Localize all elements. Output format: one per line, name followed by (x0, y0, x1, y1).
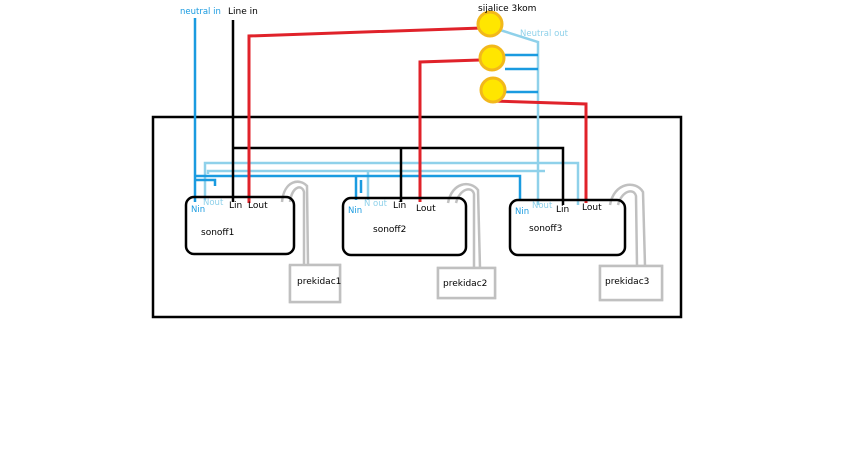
sonoff1-name: sonoff1 (201, 228, 234, 238)
bulb-1 (476, 10, 504, 38)
bulbs-label: sijalice 3kom (478, 4, 536, 14)
sonoff3-nin-label: Nin (515, 207, 529, 217)
sonoff1-nout-label: Nout (203, 198, 224, 208)
bulbs (476, 10, 507, 104)
sonoff1-nin-label: Nin (191, 205, 205, 215)
neutral-in-wires (193, 18, 538, 202)
sonoff3-lout-label: Lout (582, 203, 602, 213)
sonoff2-lin-label: Lin (393, 201, 406, 211)
sonoff-modules (184, 195, 627, 257)
sonoff3-lin-label: Lin (556, 205, 569, 215)
sonoff3-name: sonoff3 (529, 224, 562, 234)
sonoff2-lout-label: Lout (416, 204, 436, 214)
sonoff2-nout-label: N out (364, 199, 388, 209)
sonoff1-lin-label: Lin (229, 201, 242, 211)
line-in-label: Line in (228, 7, 258, 17)
prekidac3-box (598, 264, 664, 302)
neutral-out-label: Neutral out (520, 29, 569, 39)
sonoff3-nout-label: Nout (532, 201, 553, 211)
sonoff2-nin-label: Nin (348, 206, 362, 216)
prekidac2-label: prekidac2 (443, 279, 487, 289)
neutral-in-label: neutral in (180, 7, 221, 17)
line-in-wires (231, 20, 565, 205)
sonoff2-name: sonoff2 (373, 225, 406, 235)
prekidac1-box (288, 263, 342, 304)
bulb-3 (479, 76, 507, 104)
enclosure-box (151, 115, 683, 319)
load-wires (247, 26, 588, 203)
sonoff1-box (184, 195, 296, 256)
bulb-2 (478, 44, 506, 72)
prekidac1-label: prekidac1 (297, 277, 341, 287)
prekidac3-label: prekidac3 (605, 277, 649, 287)
sonoff1-lout-label: Lout (248, 201, 268, 211)
prekidac2-box (436, 266, 497, 300)
sonoff3-box (508, 198, 627, 257)
sonoff2-box (341, 196, 468, 257)
